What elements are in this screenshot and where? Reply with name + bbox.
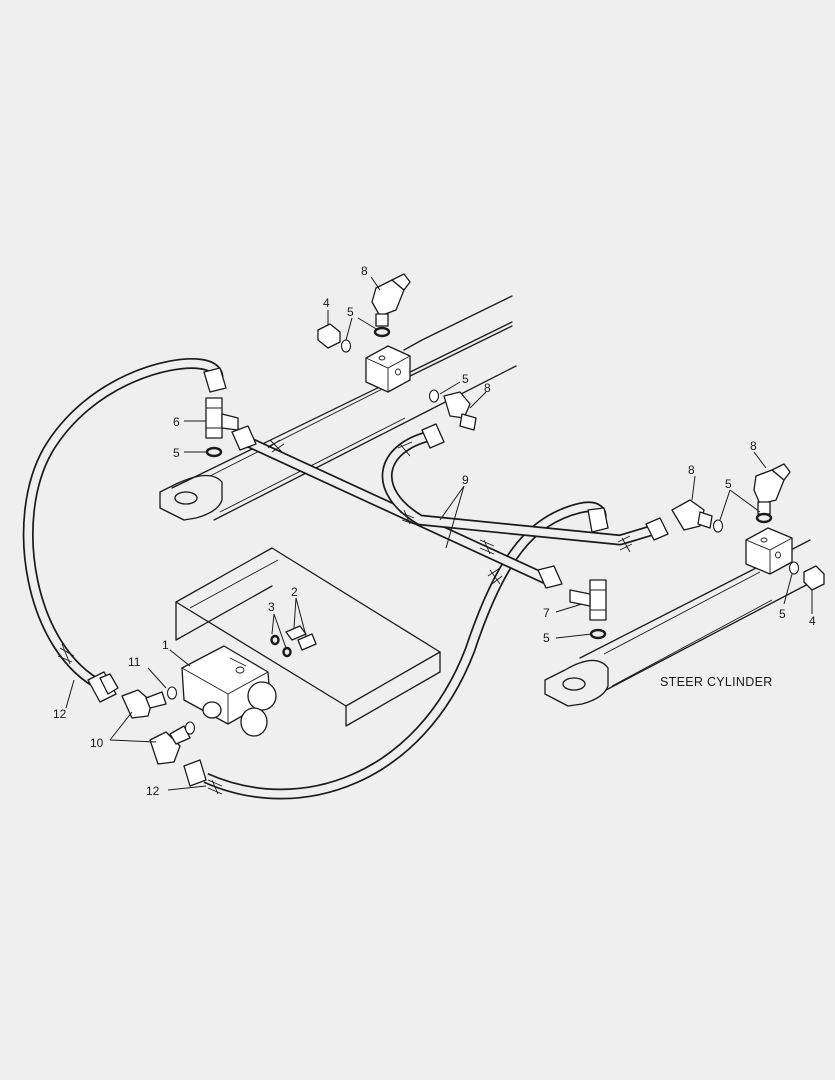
callout-2: 2 — [291, 585, 298, 599]
steering-valve — [181, 645, 277, 737]
callout-9: 9 — [462, 473, 469, 487]
tee-fitting-7 — [569, 579, 607, 621]
elbow-10-upper — [121, 689, 167, 719]
callout-8-mid-right: 8 — [688, 463, 695, 477]
elbow-10-lower — [149, 725, 191, 765]
hose-end-fittings — [87, 367, 669, 787]
callout-5-top-left: 5 — [347, 305, 354, 319]
elbow-8-top-left — [371, 273, 411, 327]
callout-3: 3 — [268, 600, 275, 614]
callout-7: 7 — [543, 606, 550, 620]
steer-cylinder-caption: STEER CYLINDER — [660, 675, 773, 689]
callout-8-top-left: 8 — [361, 264, 368, 278]
callout-11: 11 — [128, 655, 141, 669]
callout-5-mid-left: 5 — [462, 372, 469, 386]
callout-4-left: 4 — [323, 296, 330, 310]
o-rings — [166, 326, 800, 735]
callout-12-lower: 12 — [146, 784, 160, 798]
callout-numbers: 8 4 5 5 8 6 5 9 8 8 5 5 4 7 5 1 3 2 11 1… — [53, 264, 816, 798]
elbow-8-mid-right — [671, 499, 713, 531]
right-port-block — [745, 527, 793, 575]
bolts-and-washers — [270, 625, 317, 658]
left-port-block — [365, 345, 411, 393]
elbow-8-top-right — [753, 463, 791, 515]
plug-4-right — [803, 565, 825, 591]
callout-5-right-plug: 5 — [779, 607, 786, 621]
callout-5-right-tee: 5 — [543, 631, 550, 645]
callout-8-top-right: 8 — [750, 439, 757, 453]
hose-braid-marks — [57, 439, 633, 795]
elbow-8-mid-left — [443, 391, 477, 431]
callout-5-top-right: 5 — [725, 477, 732, 491]
callout-8-mid-left: 8 — [484, 381, 491, 395]
leader-lines — [65, 276, 813, 791]
plug-4-left — [317, 323, 341, 349]
callout-5-left-tee: 5 — [173, 446, 180, 460]
callout-4-right: 4 — [809, 614, 816, 628]
callout-6: 6 — [173, 415, 180, 429]
callout-1: 1 — [162, 638, 169, 652]
callout-12-upper: 12 — [53, 707, 67, 721]
hoses — [22, 358, 662, 800]
callout-10: 10 — [90, 736, 104, 750]
mounting-plate — [175, 547, 441, 727]
tee-fitting-6 — [205, 397, 239, 439]
